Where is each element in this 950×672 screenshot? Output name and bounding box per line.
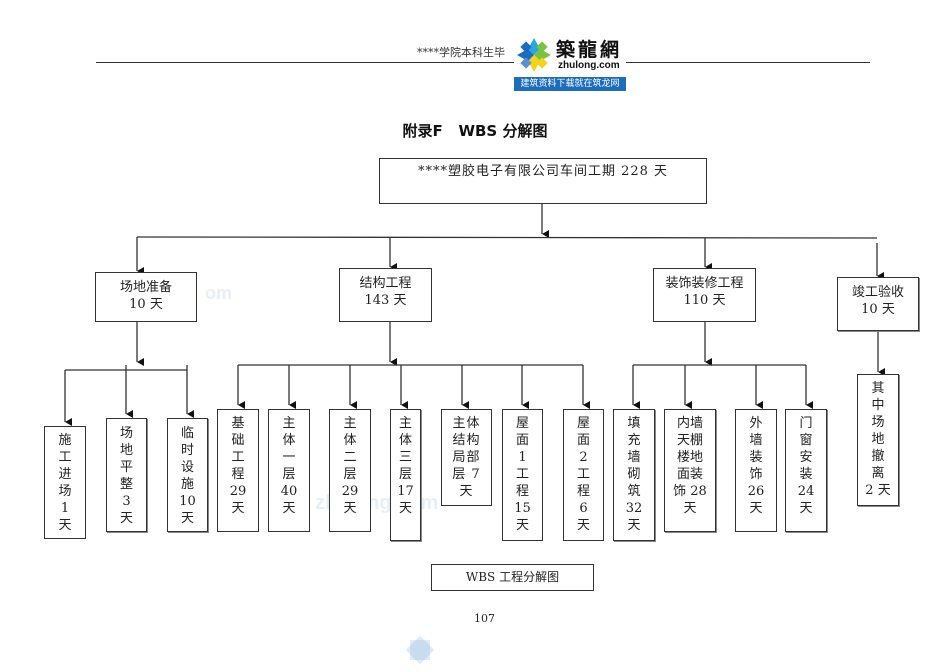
wbs-phase-label: 结构工程 143 天 xyxy=(359,276,412,308)
wbs-phase-node: 装饰装修工程 110 天 xyxy=(653,268,756,322)
wbs-task-label: 基 础 工 程 29 天 xyxy=(229,416,247,516)
wbs-phase-node: 竣工验收 10 天 xyxy=(837,277,919,331)
wbs-task-node: 基 础 工 程 29 天 xyxy=(217,409,259,532)
wbs-phase-label: 竣工验收 10 天 xyxy=(851,285,904,317)
wbs-task-node: 屋 面 2 工 程 6 天 xyxy=(563,409,604,541)
wbs-task-label: 外 墙 装 饰 26 天 xyxy=(747,416,765,516)
page-number: 107 xyxy=(474,612,495,625)
wbs-task-label: 临 时 设 施 10 天 xyxy=(179,426,196,526)
running-header-text: ****学院本科生毕 xyxy=(417,46,505,59)
connector-level1-bus xyxy=(136,236,878,239)
wbs-task-label: 填 充 墙 砌 筑 32 天 xyxy=(625,416,643,533)
watermark-top: om xyxy=(205,283,232,303)
wbs-task-node: 主 体 三 层 17 天 xyxy=(390,409,421,541)
page-title: 附录F WBS 分解图 xyxy=(402,122,548,140)
wbs-phase-label: 场地准备 10 天 xyxy=(119,280,172,312)
wbs-task-node: 内墙 天棚 楼地 面装 饰 28 天 xyxy=(664,409,716,532)
wbs-task-node: 主体 结构 局部 层 7 天 xyxy=(441,409,492,506)
wbs-task-node: 临 时 设 施 10 天 xyxy=(167,418,208,532)
wbs-task-label: 施 工 进 场 1 天 xyxy=(58,433,72,533)
watermark-logo-icon xyxy=(405,635,435,665)
wbs-task-label: 屋 面 2 工 程 6 天 xyxy=(576,416,590,533)
wbs-task-node: 其 中 场 地 撤 离 2 天 xyxy=(857,374,899,506)
wbs-task-label: 内墙 天棚 楼地 面装 饰 28 天 xyxy=(673,416,707,516)
wbs-task-label: 主 体 一 层 40 天 xyxy=(280,416,298,516)
wbs-task-label: 门 窗 安 装 24 天 xyxy=(797,416,815,516)
wbs-task-node: 主 体 一 层 40 天 xyxy=(268,409,310,532)
zhulong-star-icon xyxy=(517,38,551,72)
wbs-task-node: 填 充 墙 砌 筑 32 天 xyxy=(613,409,655,541)
wbs-task-node: 屋 面 1 工 程 15 天 xyxy=(502,409,543,541)
wbs-root-label: ****塑胶电子有限公司车间工期 228 天 xyxy=(417,164,669,179)
wbs-task-node: 施 工 进 场 1 天 xyxy=(44,426,86,539)
wbs-phase-label: 装饰装修工程 110 天 xyxy=(665,276,744,308)
wbs-root-node: ****塑胶电子有限公司车间工期 228 天 xyxy=(379,158,707,204)
logo-name-cn: 築龍網 xyxy=(556,39,623,61)
wbs-task-node: 场 地 平 整 3 天 xyxy=(106,418,147,532)
wbs-phase-node: 结构工程 143 天 xyxy=(339,268,432,322)
wbs-task-node: 外 墙 装 饰 26 天 xyxy=(735,409,777,532)
zhulong-logo: 築龍網 zhulong.com 建筑资料下载就在筑龙网 xyxy=(514,33,626,91)
wbs-task-label: 主 体 三 层 17 天 xyxy=(397,416,414,516)
wbs-phase-node: 场地准备 10 天 xyxy=(95,272,197,322)
wbs-task-label: 其 中 场 地 撤 离 2 天 xyxy=(865,381,891,498)
wbs-task-node: 门 窗 安 装 24 天 xyxy=(785,409,827,532)
wbs-task-label: 主 体 二 层 29 天 xyxy=(341,416,359,516)
logo-domain: zhulong.com xyxy=(558,60,620,71)
header-rule xyxy=(96,62,870,63)
wbs-task-node: 主 体 二 层 29 天 xyxy=(329,409,371,532)
figure-caption: WBS 工程分解图 xyxy=(431,564,594,591)
wbs-task-label: 屋 面 1 工 程 15 天 xyxy=(514,416,531,533)
logo-slogan: 建筑资料下载就在筑龙网 xyxy=(514,77,626,91)
wbs-task-label: 主体 结构 局部 层 7 天 xyxy=(452,416,481,499)
wbs-task-label: 场 地 平 整 3 天 xyxy=(119,426,133,526)
